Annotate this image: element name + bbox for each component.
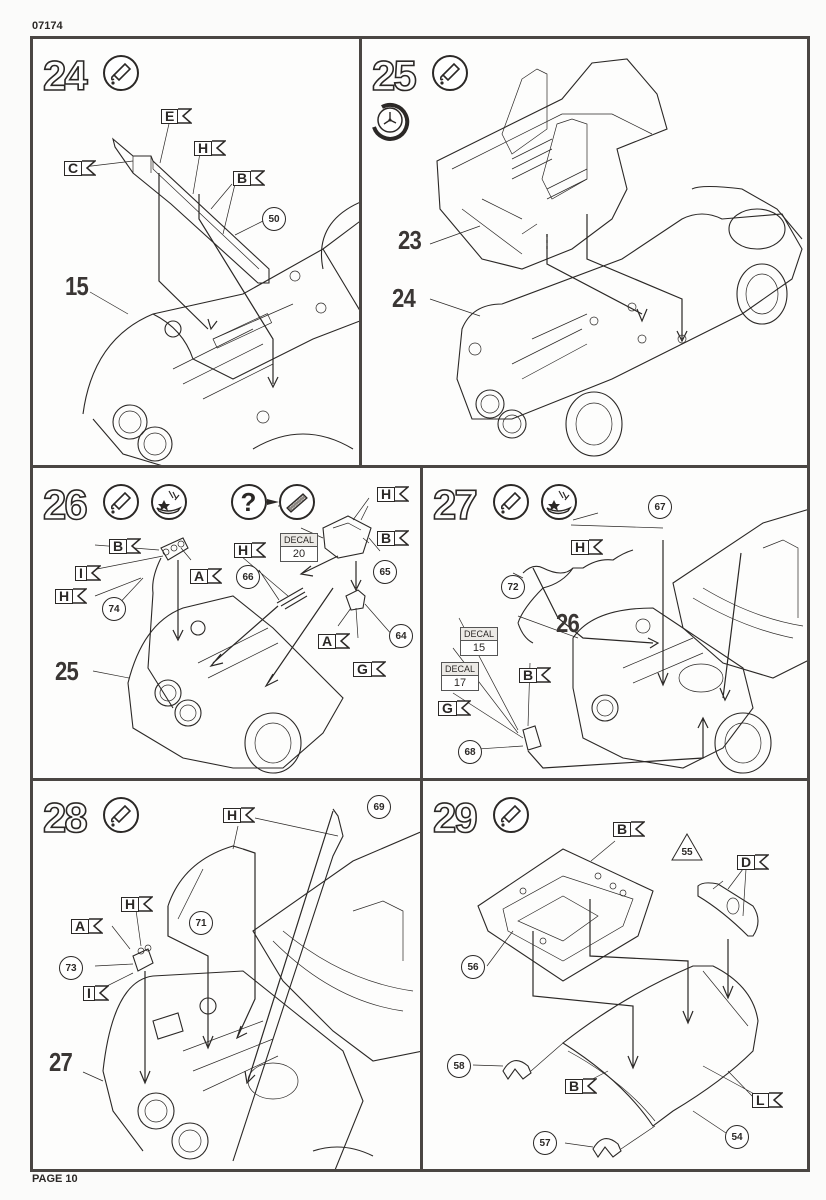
page-number: PAGE 10	[32, 1173, 78, 1185]
step-28-drawing	[82, 808, 420, 1169]
part-tag-i: I	[83, 985, 109, 1001]
part-number-56: 56	[461, 955, 485, 979]
part-number-50: 50	[262, 207, 286, 231]
glue-tube-icon	[432, 55, 468, 91]
assembly-ref-26: 26	[556, 608, 580, 638]
decal-sheet-icon	[279, 484, 315, 520]
drying-time-clock-icon	[370, 101, 410, 141]
part-number-65: 65	[373, 560, 397, 584]
part-tag-h: H	[55, 588, 88, 604]
part-tag-e: E	[161, 108, 193, 124]
assembly-ref-23: 23	[398, 225, 422, 255]
part-tag-h: H	[234, 542, 267, 558]
decal-water-icon	[151, 484, 187, 520]
part-number-55: 55	[671, 833, 703, 861]
part-number-71: 71	[189, 911, 213, 935]
part-number-66: 66	[236, 565, 260, 589]
part-tag-h: H	[194, 140, 227, 156]
glue-tube-icon	[103, 55, 139, 91]
part-number-57: 57	[533, 1131, 557, 1155]
part-tag-a: A	[190, 568, 223, 584]
arrow-to-decal-sheet-icon	[267, 499, 279, 505]
glue-tube-icon	[493, 484, 529, 520]
part-tag-g: G	[438, 700, 471, 716]
glue-tube-icon	[103, 484, 139, 520]
assembly-ref-27: 27	[49, 1047, 73, 1077]
step-29-drawing	[472, 840, 759, 1158]
part-tag-b: B	[233, 170, 266, 186]
part-number-67: 67	[648, 495, 672, 519]
step-26-panel: 26 ? B I H A H H B A G 74 66 65 64 DECAL…	[30, 465, 423, 781]
kit-number: 07174	[32, 20, 63, 32]
part-number-72: 72	[501, 575, 525, 599]
part-tag-b: B	[565, 1078, 598, 1094]
decal-17: DECAL 17	[441, 662, 479, 691]
step-29-panel: 29 B D B L 55 56 58 57 54	[420, 778, 810, 1172]
decal-15: DECAL 15	[460, 627, 498, 656]
part-tag-c: C	[64, 160, 97, 176]
assembly-ref-25: 25	[55, 656, 79, 686]
step-28-panel: 28 H H A I 69 71 73 27	[30, 778, 423, 1172]
part-tag-b: B	[109, 538, 142, 554]
part-tag-b: B	[613, 821, 646, 837]
part-tag-b: B	[519, 667, 552, 683]
glue-tube-icon	[493, 797, 529, 833]
step-25-drawing	[429, 58, 803, 457]
step-24-panel: 24 E H C B 50 15	[30, 36, 362, 468]
part-number-58: 58	[447, 1054, 471, 1078]
step-25-panel: 25 23 24	[359, 36, 810, 468]
part-tag-a: A	[318, 633, 351, 649]
question-icon: ?	[231, 484, 267, 520]
glue-tube-icon	[103, 797, 139, 833]
step-number: 26	[42, 481, 88, 528]
part-number-64: 64	[389, 624, 413, 648]
part-tag-h: H	[571, 539, 604, 555]
step-27-panel: 27 H B G 67 72 68 DECAL 15 DECAL 17 26	[420, 465, 810, 781]
step-number: 25	[371, 52, 417, 99]
step-number: 28	[42, 794, 88, 841]
assembly-ref-15: 15	[65, 271, 89, 301]
part-number-73: 73	[59, 956, 83, 980]
part-tag-b: B	[377, 530, 410, 546]
step-27-drawing	[452, 509, 807, 774]
step-number: 27	[432, 481, 478, 528]
part-tag-d: D	[737, 854, 770, 870]
part-tag-i: I	[75, 565, 101, 581]
part-number-54: 54	[725, 1125, 749, 1149]
part-tag-h: H	[121, 896, 154, 912]
part-tag-a: A	[71, 918, 104, 934]
part-tag-h: H	[377, 486, 410, 502]
assembly-ref-24: 24	[392, 283, 416, 313]
part-number-69: 69	[367, 795, 391, 819]
step-26-drawing	[92, 497, 394, 774]
step-24-drawing	[82, 114, 359, 465]
part-number-74: 74	[102, 597, 126, 621]
step-number: 29	[432, 794, 478, 841]
part-tag-g: G	[353, 661, 386, 677]
part-tag-l: L	[752, 1092, 783, 1108]
part-tag-h: H	[223, 807, 256, 823]
svg-text:?: ?	[241, 487, 257, 517]
part-number-68: 68	[458, 740, 482, 764]
decal-20: DECAL 20	[280, 533, 318, 562]
decal-water-icon	[541, 484, 577, 520]
step-number: 24	[42, 52, 88, 99]
